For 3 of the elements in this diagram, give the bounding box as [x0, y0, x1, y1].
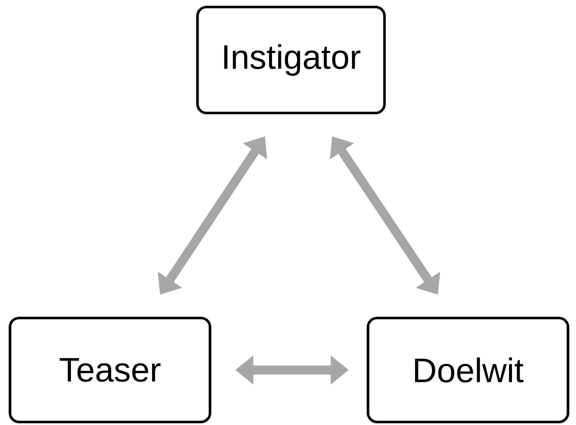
process-box: Teaser [8, 316, 212, 424]
process-box: Instigator [196, 6, 386, 114]
process-box: Doelwit [366, 316, 570, 424]
